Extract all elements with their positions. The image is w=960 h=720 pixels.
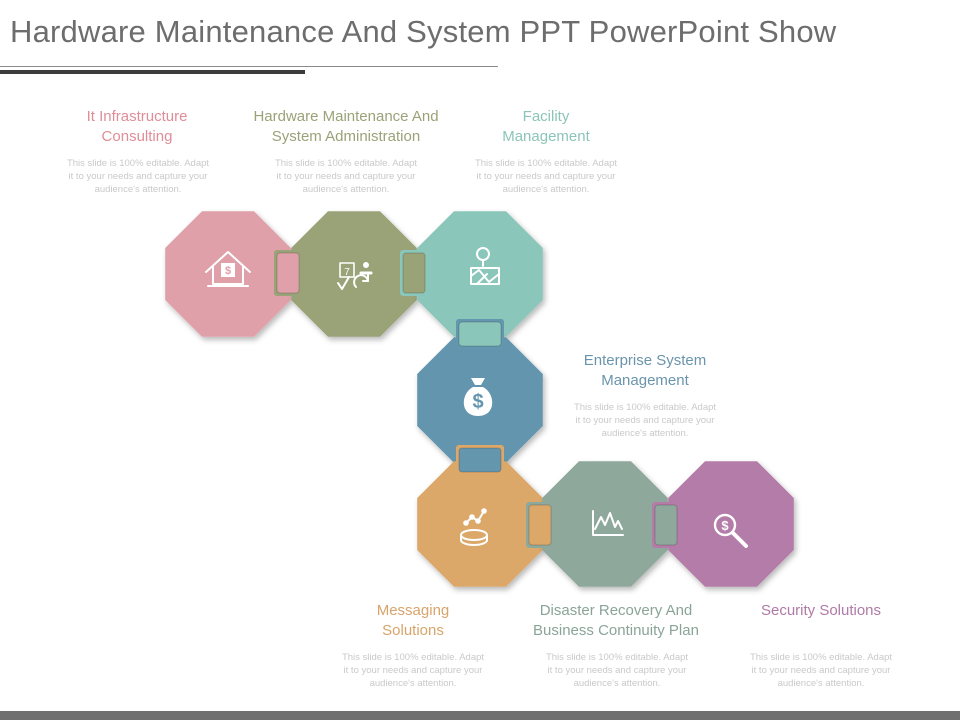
item-5-description: This slide is 100% editable. Adapt it to… bbox=[328, 651, 498, 690]
item-6-description-line-1: This slide is 100% editable. Adapt bbox=[545, 652, 689, 663]
item-7-description-line-2: it to your needs and capture your bbox=[751, 665, 891, 676]
item-2-description: This slide is 100% editable. Adapt it to… bbox=[261, 157, 431, 196]
line-chart-icon bbox=[592, 510, 624, 536]
item-2-label-line-2: System Administration bbox=[271, 128, 421, 145]
item-6-label-line-2: Business Continuity Plan bbox=[533, 622, 699, 639]
item-3-description-line-3: audience's attention. bbox=[502, 184, 590, 195]
item-6-description-line-2: it to your needs and capture your bbox=[547, 665, 687, 676]
connector-3 bbox=[458, 321, 502, 347]
item-1-label-line-2: Consulting bbox=[101, 128, 173, 145]
calendar-check-icon: 7 bbox=[337, 262, 373, 290]
item-7-label: Security Solutions bbox=[711, 601, 931, 621]
connector-4 bbox=[458, 447, 502, 473]
connector-6 bbox=[654, 504, 678, 546]
money-bag-icon: $ bbox=[463, 378, 493, 416]
octagon-3 bbox=[417, 211, 543, 337]
item-7-description: This slide is 100% editable. Adapt it to… bbox=[736, 651, 906, 690]
item-4-description-line-3: audience's attention. bbox=[601, 428, 689, 439]
item-2-label-line-1: Hardware Maintenance And bbox=[253, 108, 439, 125]
magnifier-dollar-sign: $ bbox=[721, 518, 729, 533]
title-underline-thin bbox=[0, 66, 498, 67]
item-4-description-line-1: This slide is 100% editable. Adapt bbox=[573, 402, 717, 413]
item-6-label-line-1: Disaster Recovery And bbox=[539, 602, 693, 619]
item-7-label-line-1: Security Solutions bbox=[760, 602, 882, 619]
item-1-description: This slide is 100% editable. Adapt it to… bbox=[53, 157, 223, 196]
item-4-label-line-1: Enterprise System bbox=[583, 352, 707, 369]
item-2-label: Hardware Maintenance And System Administ… bbox=[236, 107, 456, 147]
dollar-magnifier-icon: $ bbox=[713, 513, 748, 548]
house-dollar-sign: $ bbox=[225, 265, 231, 277]
footer-bar bbox=[0, 711, 960, 720]
map-pin-icon bbox=[470, 247, 500, 285]
connector-5 bbox=[528, 504, 552, 546]
item-3-label: Facility Management bbox=[436, 107, 656, 147]
octagon-7 bbox=[668, 461, 794, 587]
connector-1 bbox=[276, 252, 300, 294]
item-2-description-line-1: This slide is 100% editable. Adapt bbox=[274, 158, 418, 169]
item-3-description: This slide is 100% editable. Adapt it to… bbox=[461, 157, 631, 196]
item-4-label: Enterprise System Management bbox=[535, 351, 755, 391]
item-1-description-line-2: it to your needs and capture your bbox=[68, 171, 208, 182]
item-4-description-line-2: it to your needs and capture your bbox=[575, 415, 715, 426]
house-dollar-icon: $ bbox=[205, 251, 251, 287]
connector-2 bbox=[402, 252, 426, 294]
item-3-description-line-1: This slide is 100% editable. Adapt bbox=[474, 158, 618, 169]
item-7-description-line-3: audience's attention. bbox=[777, 678, 865, 689]
item-4-label-line-2: Management bbox=[601, 372, 689, 389]
title-underline-thick bbox=[0, 70, 305, 74]
item-6-description-line-3: audience's attention. bbox=[573, 678, 661, 689]
item-5-description-line-3: audience's attention. bbox=[369, 678, 457, 689]
item-1-label-line-1: It Infrastructure bbox=[86, 108, 188, 125]
item-2-description-line-2: it to your needs and capture your bbox=[276, 171, 416, 182]
item-5-description-line-1: This slide is 100% editable. Adapt bbox=[341, 652, 485, 663]
item-2-description-line-3: audience's attention. bbox=[302, 184, 390, 195]
money-bag-dollar-sign: $ bbox=[472, 391, 483, 413]
item-3-label-line-1: Facility bbox=[522, 108, 570, 125]
item-5-label-line-1: Messaging bbox=[376, 602, 450, 619]
item-5-label-line-2: Solutions bbox=[382, 622, 444, 639]
coins-growth-icon bbox=[460, 508, 488, 546]
page-title: Hardware Maintenance And System PPT Powe… bbox=[10, 14, 837, 49]
item-6-label: Disaster Recovery And Business Continuit… bbox=[506, 601, 726, 641]
item-1-description-line-1: This slide is 100% editable. Adapt bbox=[66, 158, 210, 169]
item-6-description: This slide is 100% editable. Adapt it to… bbox=[532, 651, 702, 690]
item-3-description-line-2: it to your needs and capture your bbox=[476, 171, 616, 182]
item-1-description-line-3: audience's attention. bbox=[94, 184, 182, 195]
item-3-label-line-2: Management bbox=[502, 128, 590, 145]
item-5-label: Messaging Solutions bbox=[303, 601, 523, 641]
item-7-description-line-1: This slide is 100% editable. Adapt bbox=[749, 652, 893, 663]
item-5-description-line-2: it to your needs and capture your bbox=[343, 665, 483, 676]
calendar-day: 7 bbox=[344, 267, 350, 278]
item-4-description: This slide is 100% editable. Adapt it to… bbox=[560, 401, 730, 440]
octagon-5 bbox=[417, 461, 543, 587]
item-1-label: It Infrastructure Consulting bbox=[27, 107, 247, 147]
